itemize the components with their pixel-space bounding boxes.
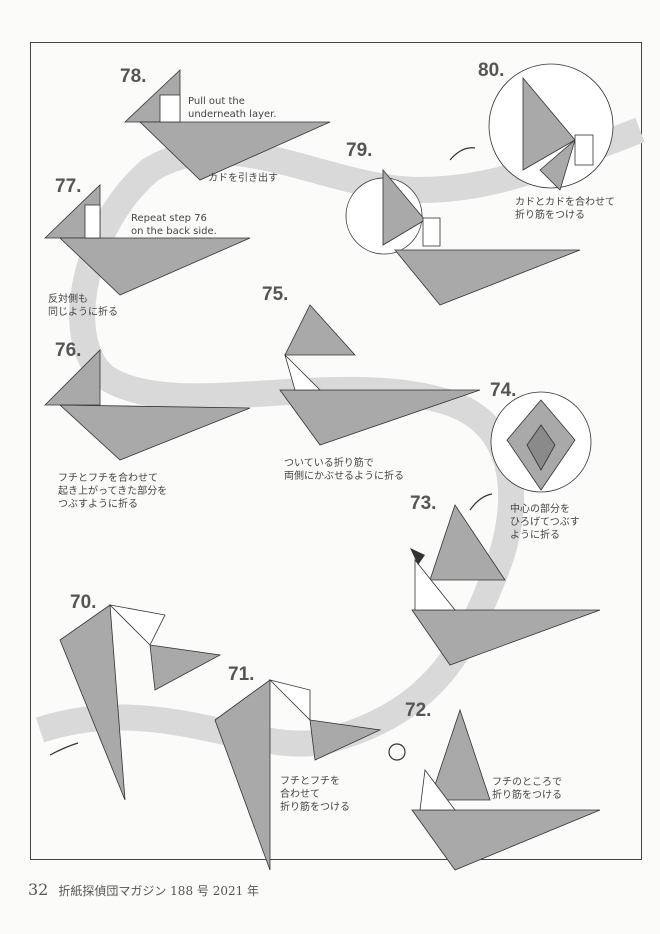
step-number: 75. [262,284,289,305]
step-instruction-ja: ついている折り筋で 両側にかぶせるように折る [284,458,404,482]
turn-over-icon [388,743,406,761]
step-instruction-en: Repeat step 76 on the back side. [131,213,217,237]
step-instruction-ja: 反対側も 同じように折る [48,294,118,318]
step-number: 79. [346,140,373,161]
page-frame [30,42,642,860]
step-71-model [214,679,382,871]
step-instruction-ja: フチとフチを 合わせて 折り筋をつける [280,776,350,813]
step-76-model [44,349,251,461]
step-72-model [411,708,601,871]
step-number: 72. [405,700,432,721]
step-number: 71. [228,664,255,685]
step-73-model [411,504,601,666]
arrow-icon [49,742,79,756]
arrow-icon [449,147,476,161]
step-75-model [279,304,481,446]
step-instruction-ja: フチのところで 折り筋をつける [492,777,562,801]
page-footer: 32 折紙探偵団マガジン 188 号 2021 年 [28,880,259,899]
step-instruction-ja: フチとフチを合わせて 起き上がってきた部分を つぶすように折る [58,473,168,510]
step-number: 70. [70,592,97,613]
arrow-icon [469,493,493,511]
step-instruction-ja: カドを引き出す [208,173,278,184]
step-instruction-ja: カドとカドを合わせて 折り筋をつける [515,197,615,221]
step-70-model [59,604,222,801]
step-79-model [345,168,581,306]
step-number: 73. [410,493,437,514]
step-number: 78. [120,66,147,87]
step-number: 74. [490,380,517,401]
step-80-model [488,63,614,191]
publication-name: 折紙探偵団マガジン 188 号 2021 年 [58,884,260,898]
step-77-model [44,184,251,296]
step-number: 76. [55,340,82,361]
step-number: 77. [55,176,82,197]
step-number: 80. [478,60,505,81]
step-instruction-en: Pull out the underneath layer. [188,96,277,120]
push-arrow-icon [410,548,425,565]
step-instruction-ja: 中心の部分を ひろげてつぶす ように折る [510,504,580,541]
page-number: 32 [28,880,49,899]
step-78-model [123,69,331,181]
step-74-model [490,391,592,493]
